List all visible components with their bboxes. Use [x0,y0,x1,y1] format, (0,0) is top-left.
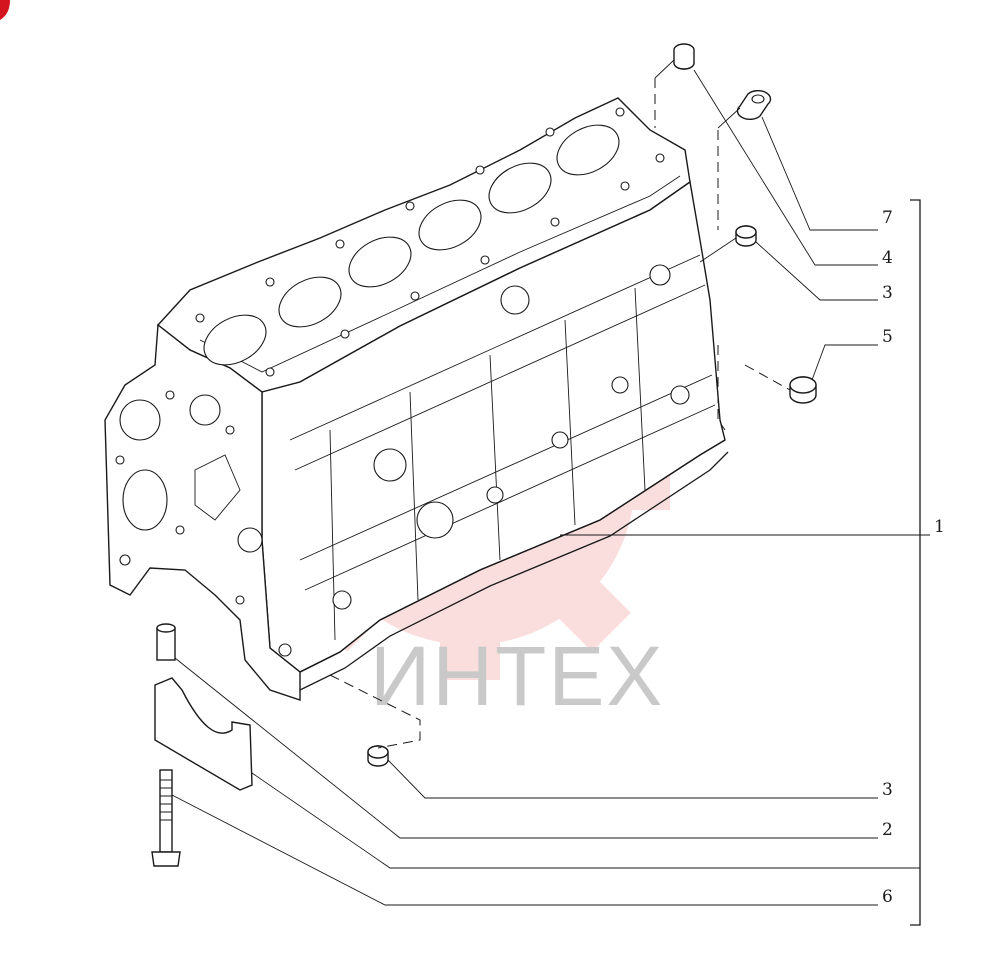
plug-part-3-upper [735,225,757,247]
corner-logo-mark [0,0,10,20]
main-bearing-cap [154,677,253,791]
leader-lines [171,59,930,926]
front-face-features [115,390,292,657]
callout-6: 6 [882,887,893,907]
block-side-ribs [289,254,716,641]
callout-2: 2 [882,820,893,840]
dowel-sleeve-part-2 [156,623,176,661]
cylinder-block [104,97,729,701]
callout-3-upper: 3 [882,283,893,303]
plug-part-5 [789,376,817,404]
deck-bolt-holes [195,107,665,377]
plug-part-3-lower [367,745,389,767]
callout-4: 4 [882,248,893,268]
callout-7: 7 [882,208,893,228]
callout-1: 1 [934,517,945,537]
bolt-part-6 [151,769,181,867]
side-bosses [332,264,690,610]
callout-labels: 7 4 3 5 1 3 2 6 [882,208,945,907]
plug-part-4 [673,43,695,70]
callout-5: 5 [882,327,893,347]
watermark-text: ИНТЕХ [370,629,664,723]
bushing-part-7 [736,89,772,121]
callout-3-lower: 3 [882,780,893,800]
